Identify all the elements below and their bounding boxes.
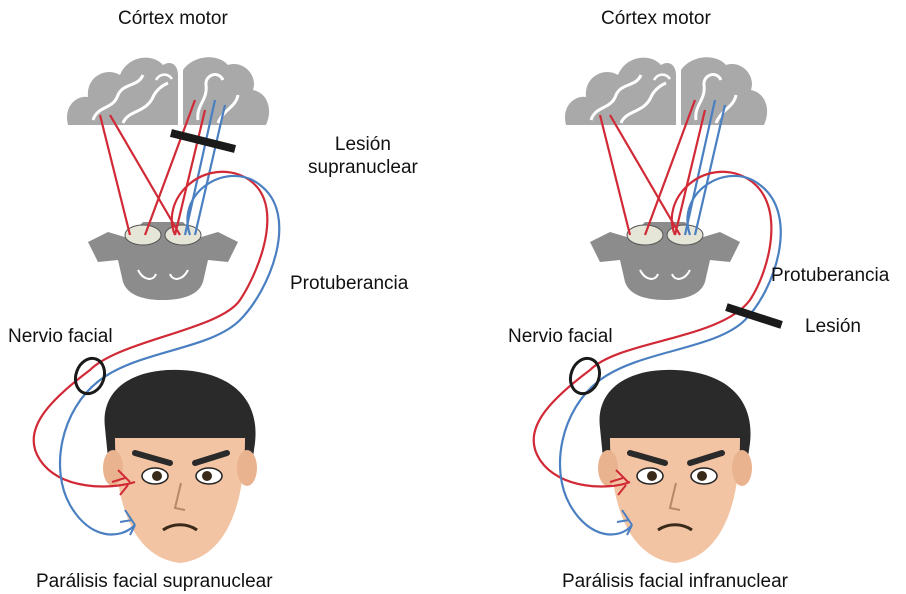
head-left bbox=[103, 370, 257, 563]
lesion-bar-right bbox=[725, 303, 783, 329]
cortex-label-right: Córtex motor bbox=[601, 8, 711, 31]
pons-left bbox=[88, 222, 238, 300]
pons-label-right: Protuberancia bbox=[771, 265, 889, 288]
caption-left: Parálisis facial supranuclear bbox=[36, 571, 273, 594]
head-right bbox=[598, 370, 752, 563]
brain-right bbox=[565, 57, 767, 125]
lesion-label-left: Lesión supranuclear bbox=[308, 134, 418, 180]
pons-right bbox=[590, 222, 740, 300]
nerve-label-right: Nervio facial bbox=[508, 326, 613, 349]
nerve-label-left: Nervio facial bbox=[8, 326, 113, 349]
brain-left bbox=[67, 57, 269, 125]
lesion-label-right: Lesión bbox=[805, 316, 861, 339]
nerve-ring-right bbox=[566, 354, 605, 397]
caption-right: Parálisis facial infranuclear bbox=[562, 571, 788, 594]
cortex-label-left: Córtex motor bbox=[118, 8, 228, 31]
pons-label-left: Protuberancia bbox=[290, 273, 408, 296]
